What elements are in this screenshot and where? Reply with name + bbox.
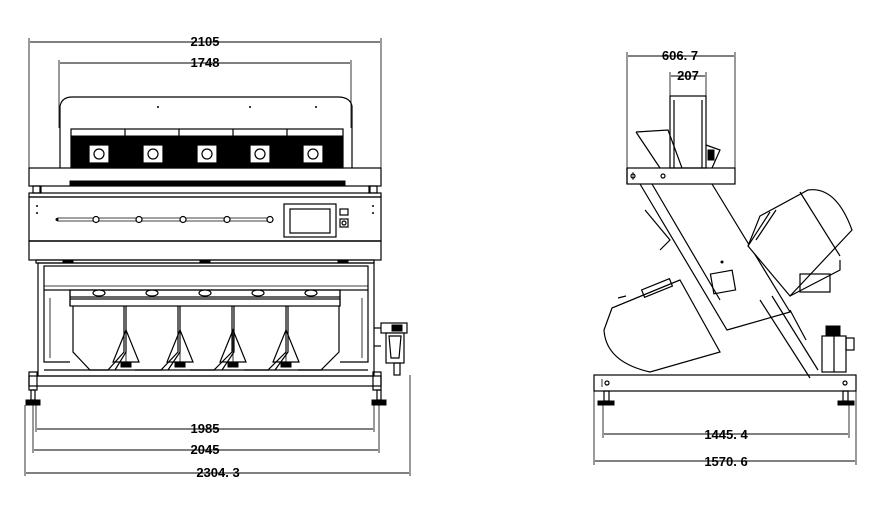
side-top-plate [626, 167, 736, 185]
air-filter-unit [374, 322, 408, 376]
dimension-inner-base: 1985 [35, 405, 375, 436]
dim-label-1445-4: 1445. 4 [704, 427, 748, 442]
dim-label-207: 207 [677, 68, 699, 83]
dim-label-606-7: 606. 7 [662, 48, 698, 63]
front-view: 2105 1748 [24, 34, 411, 480]
upper-frame [28, 167, 382, 198]
dimension-overall-bottom: 2304. 3 [24, 375, 411, 480]
dim-label-1985: 1985 [191, 421, 220, 436]
side-base-frame [593, 374, 857, 406]
ejector-section [37, 262, 375, 377]
dim-label-1570-6: 1570. 6 [704, 454, 747, 469]
top-cover [59, 96, 353, 168]
dimension-hopper-width: 1748 [58, 55, 352, 128]
touchscreen [283, 203, 337, 238]
control-panel [28, 196, 382, 242]
side-lower-left-housing [603, 277, 721, 373]
dimension-base-width: 2045 [32, 405, 380, 457]
dimension-top-width: 606. 7 [626, 48, 736, 170]
dimension-overall-top: 2105 [28, 34, 382, 168]
side-mechanism [759, 295, 855, 379]
machine-base [25, 371, 387, 406]
side-upper-right-housing [747, 189, 853, 297]
dim-label-2105: 2105 [191, 34, 220, 49]
dimension-hopper-width-side: 207 [669, 68, 707, 100]
middle-band [28, 240, 382, 264]
side-hopper [635, 95, 721, 169]
dim-label-2045: 2045 [191, 442, 220, 457]
dim-label-2304-3: 2304. 3 [196, 465, 239, 480]
side-view: 606. 7 207 [593, 48, 857, 469]
dimension-overall-base-side: 1570. 6 [593, 391, 857, 469]
dimension-inner-base-side: 1445. 4 [602, 405, 850, 442]
feeder-row [70, 128, 344, 169]
dim-label-1748: 1748 [191, 55, 220, 70]
